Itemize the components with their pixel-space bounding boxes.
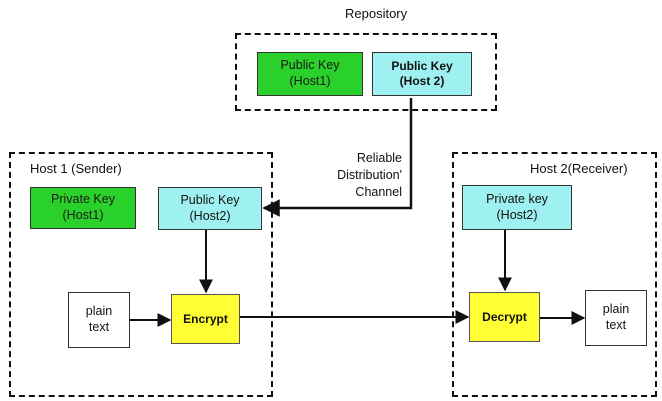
host1-private-key: Private Key (Host1) (30, 187, 136, 229)
repository-public-key-host2: Public Key (Host 2) (372, 52, 472, 96)
host1-plain-text: plain text (68, 292, 130, 348)
host2-private-key: Private key (Host2) (462, 185, 572, 230)
decrypt-box: Decrypt (469, 292, 540, 342)
host1-label: Host 1 (Sender) (30, 161, 122, 176)
encrypt-box: Encrypt (171, 294, 240, 344)
host1-public-key: Public Key (Host2) (158, 187, 262, 230)
host1-group (9, 152, 273, 397)
repository-group (235, 33, 497, 111)
repository-label: Repository (345, 6, 408, 21)
host2-plain-text: plain text (585, 290, 647, 346)
host2-group (452, 152, 657, 397)
host2-label: Host 2(Receiver) (530, 161, 628, 176)
channel-label: Reliable Distribution' Channel (337, 151, 402, 199)
repository-public-key-host1: Public Key (Host1) (257, 52, 363, 96)
